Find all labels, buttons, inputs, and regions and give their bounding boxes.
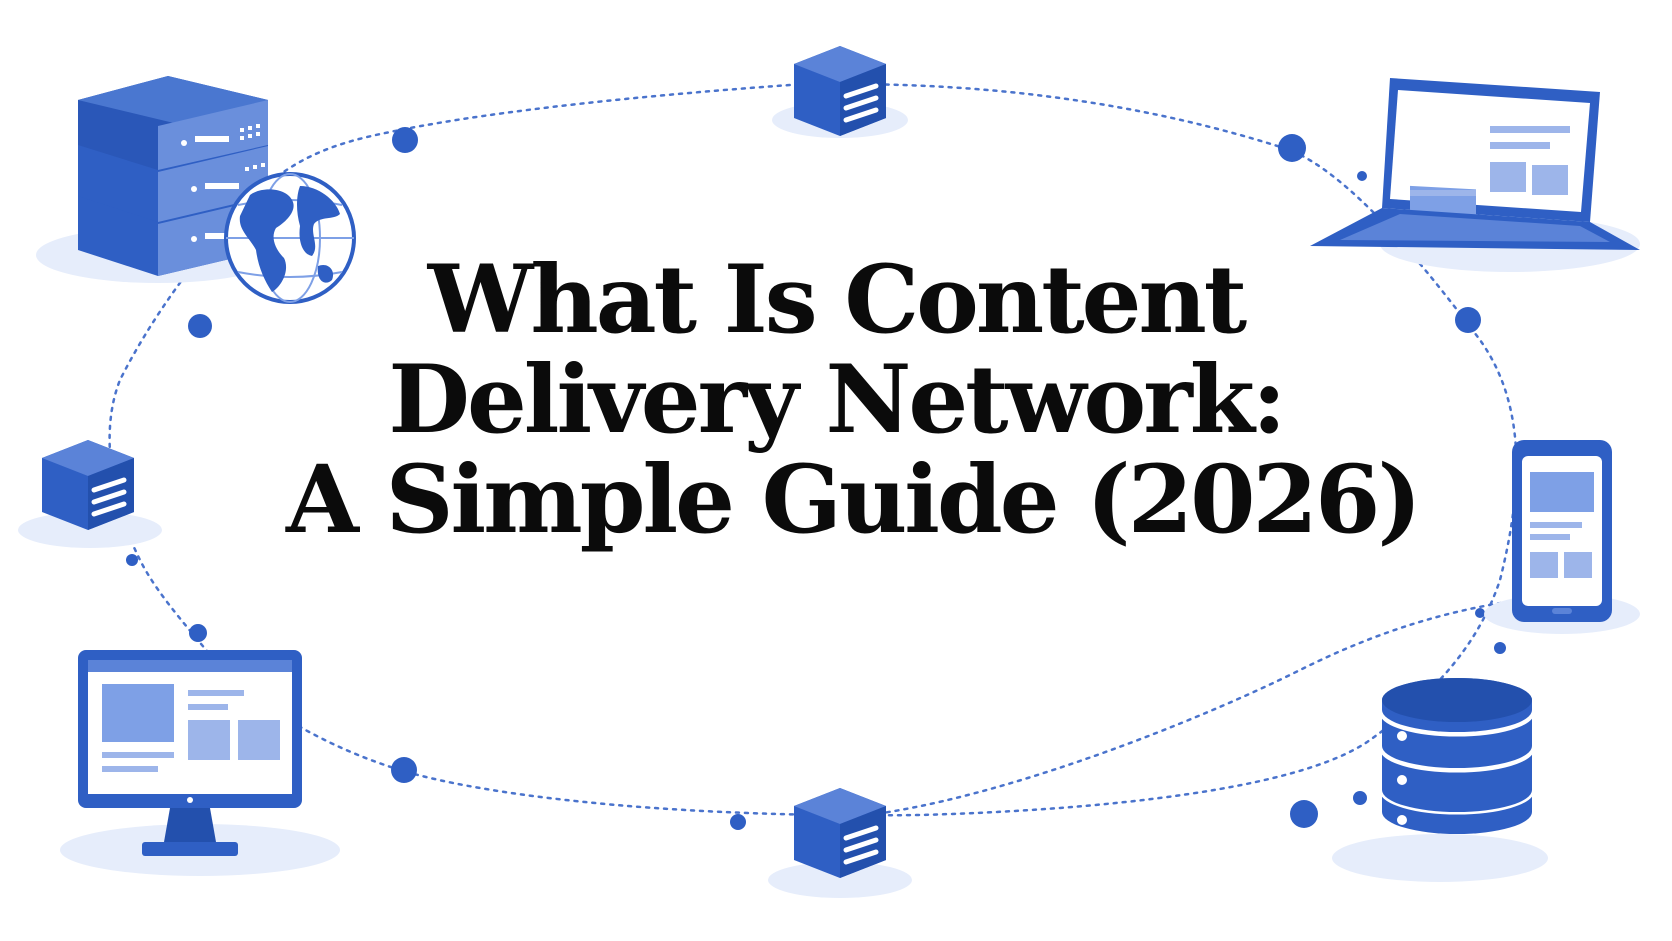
smartphone-icon (1484, 440, 1640, 634)
database-icon (1332, 678, 1548, 882)
desktop-monitor-icon (60, 650, 340, 876)
title-line-2: Delivery Network: (388, 345, 1286, 455)
title-line-1: What Is Content (427, 245, 1247, 355)
server-rack-icon (36, 76, 280, 283)
page-title: What Is Content Delivery Network: A Simp… (286, 245, 1422, 555)
edge-server-cube-icon (18, 440, 162, 548)
globe-icon (224, 172, 356, 304)
network-nodes (126, 127, 1506, 830)
edge-server-cube-icon (768, 788, 912, 898)
laptop-icon (1310, 78, 1640, 272)
edge-server-cube-icon (772, 46, 908, 138)
title-line-3: A Simple Guide (2026) (286, 445, 1422, 555)
